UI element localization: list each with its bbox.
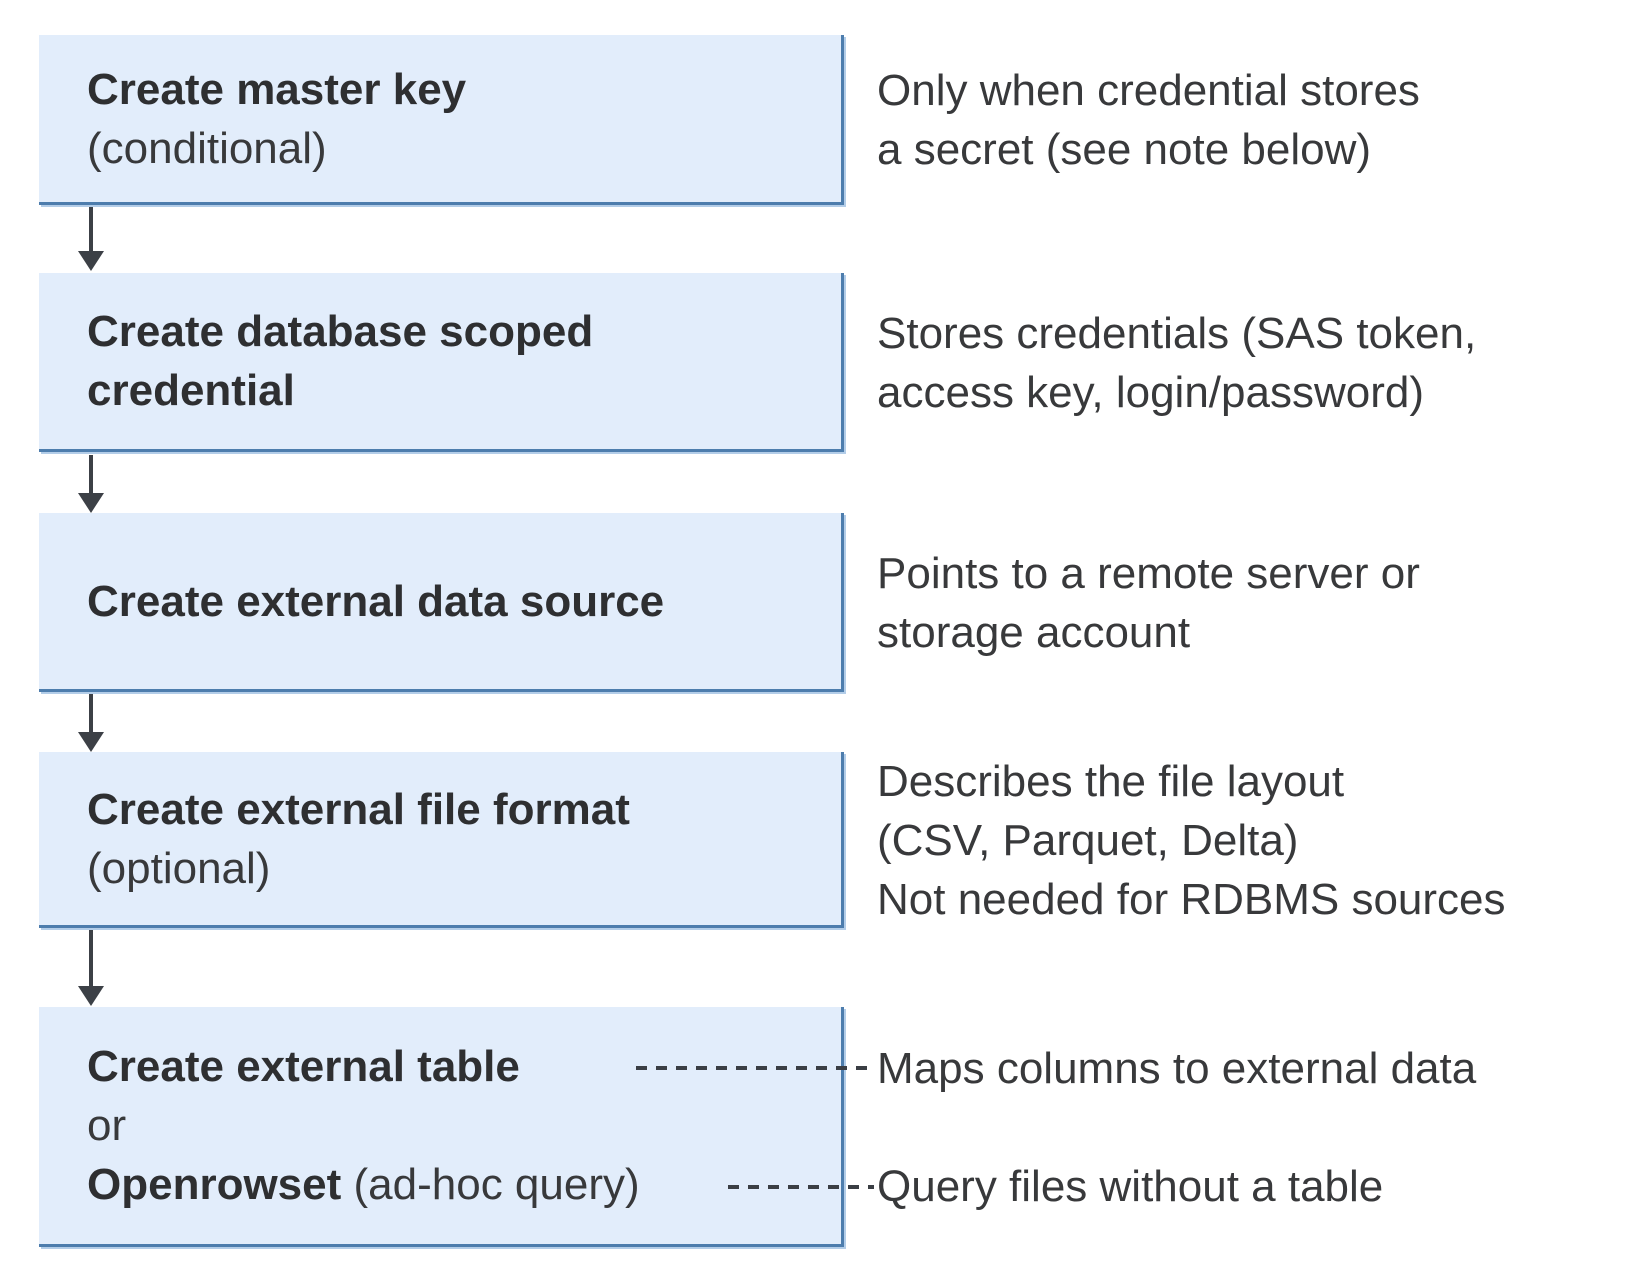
- arrow-down-icon: [78, 986, 104, 1006]
- step-box-create-external-file-format: Create external file format (optional): [39, 752, 844, 928]
- note-line: Points to a remote server or: [877, 548, 1420, 598]
- step-box-create-external-data-source: Create external data source: [39, 513, 844, 692]
- flow-arrow-4: [78, 930, 104, 1006]
- arrow-line: [89, 694, 93, 732]
- note-line: a secret (see note below): [877, 125, 1372, 174]
- arrow-down-icon: [78, 251, 104, 271]
- step-title: Create database scoped credential: [87, 307, 594, 415]
- arrow-line: [89, 930, 93, 986]
- arrow-line: [89, 455, 93, 493]
- step-box-create-master-key: Create master key (conditional): [39, 35, 844, 205]
- step-title: Create external table: [87, 1042, 520, 1091]
- step-line-create-external-table: Create external table: [87, 1037, 813, 1096]
- note-line: Not needed for RDBMS sources: [877, 874, 1506, 924]
- step-box-create-external-table-or-openrowset: Create external table or Openrowset (ad-…: [39, 1007, 844, 1247]
- note-openrowset: Query files without a table: [877, 1157, 1637, 1215]
- note-line: Describes the file layout: [877, 756, 1345, 806]
- flow-arrow-3: [78, 694, 104, 752]
- step-title: Create external data source: [87, 576, 665, 626]
- note-line: storage account: [877, 607, 1191, 657]
- note-create-external-file-format: Describes the file layout (CSV, Parquet,…: [877, 745, 1637, 935]
- note-create-external-data-source: Points to a remote server or storage acc…: [877, 513, 1637, 692]
- dashed-connector-external-table: [636, 1066, 872, 1070]
- note-external-table: Maps columns to external data: [877, 1039, 1637, 1097]
- step-title: Create master key: [87, 64, 467, 114]
- note-create-master-key: Only when credential stores a secret (se…: [877, 35, 1637, 205]
- dashed-connector-openrowset: [728, 1185, 874, 1189]
- arrow-down-icon: [78, 732, 104, 752]
- flow-arrow-2: [78, 455, 104, 513]
- arrow-line: [89, 207, 93, 251]
- step-title: Create external file format: [87, 784, 630, 834]
- note-line: Stores credentials (SAS token,: [877, 308, 1477, 358]
- step-subtitle: (conditional): [87, 123, 327, 173]
- step-subtitle: (optional): [87, 843, 271, 893]
- note-line: Only when credential stores: [877, 66, 1420, 115]
- note-line: (CSV, Parquet, Delta): [877, 815, 1299, 865]
- step-line-openrowset: Openrowset (ad-hoc query): [87, 1155, 813, 1214]
- flow-arrow-1: [78, 207, 104, 271]
- note-line: Query files without a table: [877, 1161, 1384, 1211]
- note-line: access key, login/password): [877, 367, 1424, 417]
- arrow-down-icon: [78, 493, 104, 513]
- step-box-create-database-scoped-credential: Create database scoped credential: [39, 273, 844, 452]
- step-subtitle: (ad-hoc query): [341, 1160, 640, 1209]
- step-title: Openrowset: [87, 1160, 342, 1209]
- note-create-database-scoped-credential: Stores credentials (SAS token, access ke…: [877, 273, 1637, 452]
- step-line-or: or: [87, 1101, 127, 1150]
- note-line: Maps columns to external data: [877, 1043, 1477, 1093]
